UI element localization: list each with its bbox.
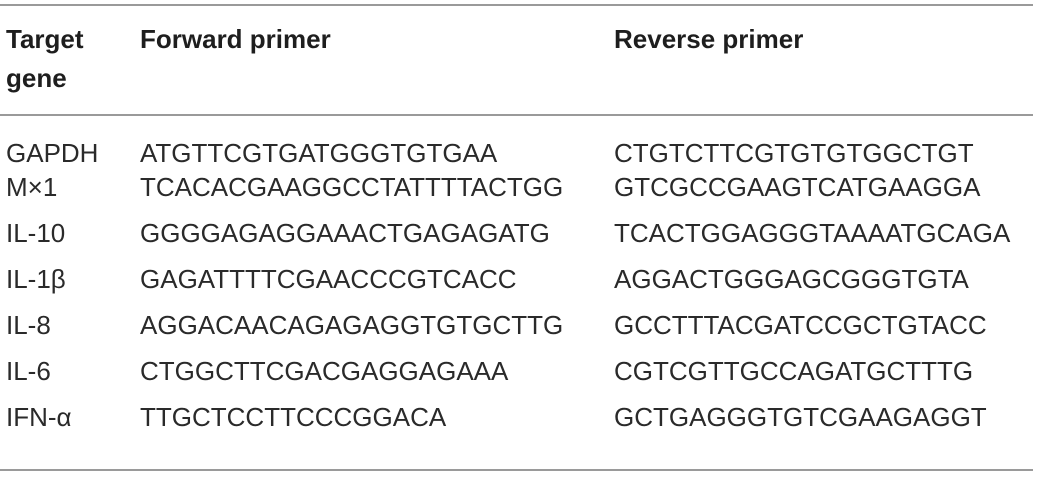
gene-cell: IFN-α	[6, 402, 72, 432]
table-row: IFN-α TTGCTCCTTCCCGGACA GCTGAGGGTGTCGAAG…	[0, 400, 1039, 446]
table-row: M×1 TCACACGAAGGCCTATTTTACTGG GTCGCCGAAGT…	[0, 170, 1039, 216]
primer-table: Target gene Forward primer Reverse primer…	[0, 20, 1039, 446]
table-row: IL-6 CTGGCTTCGACGAGGAGAAA CGTCGTTGCCAGAT…	[0, 354, 1039, 400]
gene-cell: IL-6	[6, 356, 51, 386]
table-row: IL-8 AGGACAACAGAGAGGTGTGCTTG GCCTTTACGAT…	[0, 308, 1039, 354]
reverse-primer-cell: AGGACTGGGAGCGGGTGTA	[614, 264, 969, 294]
reverse-primer-cell: GTCGCCGAAGTCATGAAGGA	[614, 172, 981, 202]
forward-primer-cell: TCACACGAAGGCCTATTTTACTGG	[140, 172, 564, 202]
table-bottom-rule	[0, 469, 1033, 471]
gene-cell: IL-8	[6, 310, 51, 340]
table-row: GAPDH ATGTTCGTGATGGGTGTGAA CTGTCTTCGTGTG…	[0, 114, 1039, 170]
forward-primer-cell: AGGACAACAGAGAGGTGTGCTTG	[140, 310, 564, 340]
forward-primer-cell: GAGATTTTCGAACCCGTCACC	[140, 264, 517, 294]
header-reverse-primer: Reverse primer	[614, 24, 804, 54]
reverse-primer-cell: CGTCGTTGCCAGATGCTTTG	[614, 356, 974, 386]
table-header-rule	[0, 114, 1033, 116]
header-row: Target gene Forward primer Reverse primer	[0, 20, 1039, 114]
table-header: Target gene Forward primer Reverse primer	[0, 20, 1039, 114]
header-target-gene-line1: Target	[6, 24, 84, 54]
gene-cell: IL-10	[6, 218, 66, 248]
table-row: IL-1β GAGATTTTCGAACCCGTCACC AGGACTGGGAGC…	[0, 262, 1039, 308]
header-target-gene: Target gene	[0, 20, 138, 114]
reverse-primer-cell: GCCTTTACGATCCGCTGTACC	[614, 310, 987, 340]
reverse-primer-cell: TCACTGGAGGGTAAAATGCAGA	[614, 218, 1011, 248]
table-top-rule	[0, 4, 1033, 6]
reverse-primer-cell: CTGTCTTCGTGTGTGGCTGT	[614, 138, 974, 168]
forward-primer-cell: CTGGCTTCGACGAGGAGAAA	[140, 356, 509, 386]
header-target-gene-line2: gene	[6, 63, 67, 93]
forward-primer-cell: ATGTTCGTGATGGGTGTGAA	[140, 138, 498, 168]
table-row: IL-10 GGGGAGAGGAAACTGAGAGATG TCACTGGAGGG…	[0, 216, 1039, 262]
forward-primer-cell: TTGCTCCTTCCCGGACA	[140, 402, 447, 432]
table-body: GAPDH ATGTTCGTGATGGGTGTGAA CTGTCTTCGTGTG…	[0, 114, 1039, 446]
gene-cell: GAPDH	[6, 138, 99, 168]
gene-cell: IL-1β	[6, 264, 66, 294]
gene-cell: M×1	[6, 172, 58, 202]
forward-primer-cell: GGGGAGAGGAAACTGAGAGATG	[140, 218, 550, 248]
reverse-primer-cell: GCTGAGGGTGTCGAAGAGGT	[614, 402, 987, 432]
header-forward-primer: Forward primer	[140, 24, 331, 54]
